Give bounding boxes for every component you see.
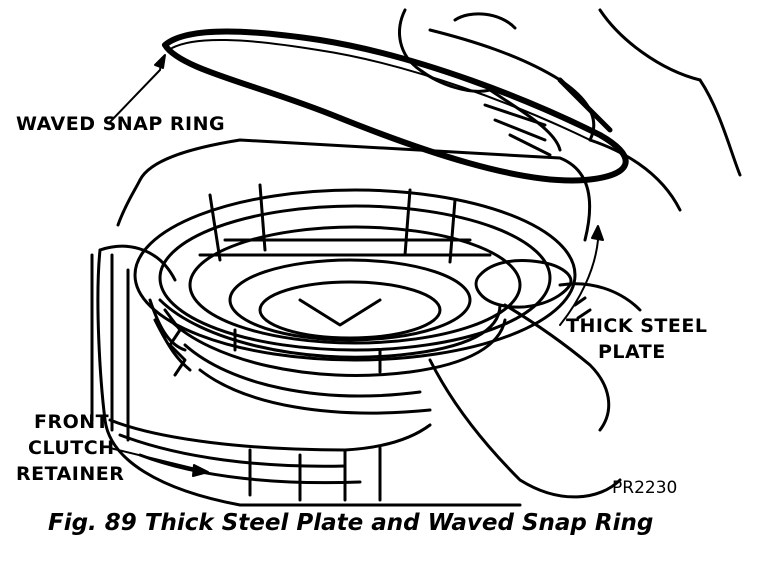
front-clutch-retainer bbox=[90, 138, 592, 507]
figure-code: PR2230 bbox=[612, 478, 678, 498]
lower-hand bbox=[428, 259, 642, 499]
leader-lines bbox=[109, 54, 604, 477]
upper-hand bbox=[398, 8, 742, 212]
waved-snap-ring-label: WAVED SNAP RING bbox=[16, 113, 226, 135]
front-clutch-retainer-label-line2: CLUTCH bbox=[28, 437, 115, 459]
waved-snap-ring bbox=[162, 28, 629, 184]
clutch-plates bbox=[133, 183, 577, 362]
thick-steel-plate-label-line2: PLATE bbox=[598, 341, 666, 363]
front-clutch-retainer-label-line1: FRONT bbox=[34, 411, 110, 433]
thick-steel-plate-label-line1: THICK STEEL bbox=[566, 315, 708, 337]
thick-steel-plate bbox=[158, 298, 507, 415]
figure-caption: Fig. 89 Thick Steel Plate and Waved Snap… bbox=[48, 510, 654, 536]
front-clutch-retainer-label-line3: RETAINER bbox=[16, 463, 125, 485]
